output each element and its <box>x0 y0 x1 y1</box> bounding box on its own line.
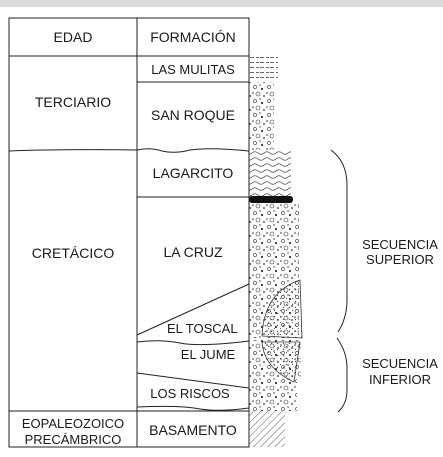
coal-layer <box>249 196 293 203</box>
header-formacion: FORMACIÓN <box>150 29 236 45</box>
age-terciario: TERCIARIO <box>35 94 111 110</box>
formation-las-mulitas: LAS MULITAS <box>151 62 235 77</box>
top-gray-bar <box>0 0 443 7</box>
sequence-superior-line2: SUPERIOR <box>366 252 434 267</box>
header-edad: EDAD <box>54 29 93 45</box>
san-roque-fill <box>249 82 274 150</box>
table-frame <box>8 17 250 448</box>
formation-el-toscal: EL TOSCAL <box>167 321 238 336</box>
basamento-fill <box>249 411 285 447</box>
formation-san-roque: SAN ROQUE <box>151 107 235 123</box>
sequence-inferior-line1: SECUENCIA <box>362 356 438 371</box>
age-precambrico: PRECÁMBRICO <box>25 432 122 447</box>
inferior-bracket <box>336 337 348 413</box>
formation-los-riscos: LOS RISCOS <box>150 386 230 401</box>
formation-el-jume: EL JUME <box>181 347 236 362</box>
lithology-column <box>248 56 303 447</box>
el-toscal-lens <box>261 279 303 339</box>
lagarcito-fill <box>249 151 291 197</box>
formation-basamento: BASAMENTO <box>149 422 237 438</box>
los-riscos-fill <box>249 378 297 411</box>
sequence-superior-line1: SECUENCIA <box>362 237 438 252</box>
formation-lagarcito: LAGARCITO <box>153 165 234 181</box>
age-eopaleozoico: EOPALEOZOICO <box>22 416 124 431</box>
sequence-inferior-line2: INFERIOR <box>369 372 431 387</box>
age-cretacico: CRETÁCICO <box>32 245 115 261</box>
las-mulitas-fill <box>249 56 278 82</box>
superior-bracket <box>330 149 348 333</box>
formation-la-cruz: LA CRUZ <box>163 244 223 260</box>
